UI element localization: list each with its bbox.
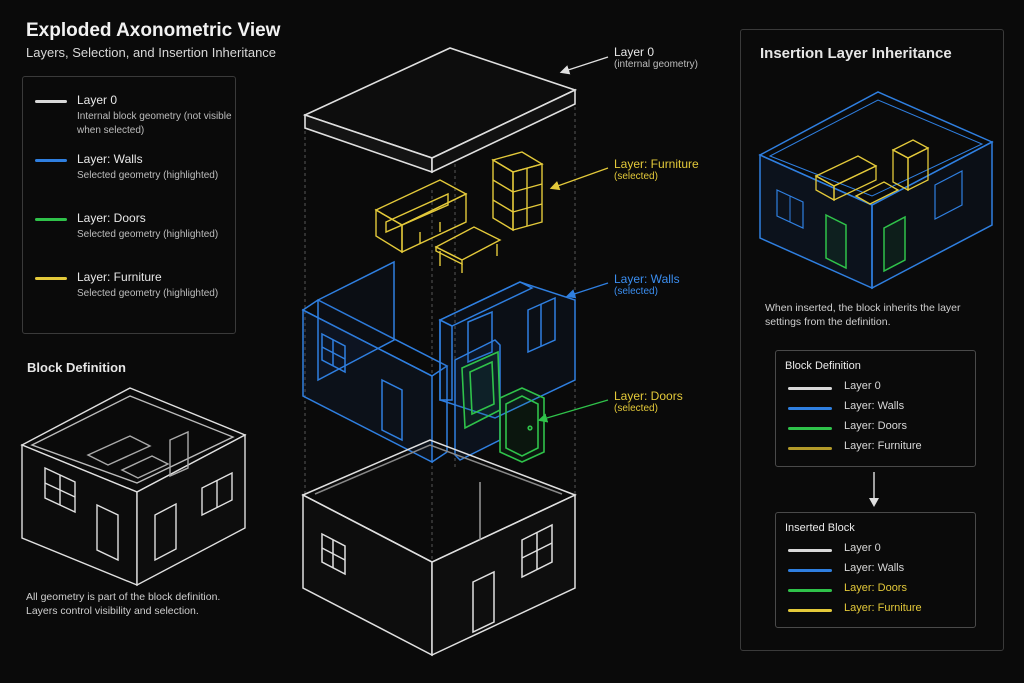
doors-swatch (35, 218, 67, 221)
furniture-swatch (788, 609, 832, 612)
block-definition-title: Block Definition (27, 360, 126, 375)
block-definition-model (20, 387, 247, 587)
walls-swatch (35, 159, 67, 162)
layer0-swatch (35, 100, 67, 103)
definition-layer-box: Block Definition Layer 0 Layer: Walls La… (775, 350, 976, 467)
box-title: Inserted Block (785, 522, 855, 534)
layer-legend: Layer 0 Internal block geometry (not vis… (22, 76, 236, 334)
insertion-panel: Insertion Layer Inheritance When inserte… (740, 29, 1004, 651)
page-title: Exploded Axonometric View (26, 20, 281, 41)
callout-name: Layer: Walls (614, 272, 680, 286)
box-label: Layer 0 (844, 380, 881, 392)
doors-swatch (788, 589, 832, 592)
insertion-title: Insertion Layer Inheritance (760, 45, 952, 62)
callout-arrow-layer0 (559, 56, 609, 75)
layer0-swatch (788, 387, 832, 390)
callout-arrow-furniture (549, 167, 609, 191)
legend-desc: Selected geometry (highlighted) (77, 229, 219, 240)
doors-group (461, 350, 545, 463)
box-title: Block Definition (785, 360, 861, 372)
legend-name: Layer 0 (77, 93, 118, 107)
block-definition-caption: All geometry is part of the block defini… (26, 591, 221, 617)
legend-desc: Selected geometry (highlighted) (77, 288, 219, 299)
box-label: Layer: Doors (844, 582, 907, 594)
callout-furniture: Layer: Furniture (selected) (614, 157, 699, 182)
walls-group (301, 260, 576, 464)
inserted-layer-box: Inserted Block Layer 0 Layer: Walls Laye… (775, 512, 976, 628)
callout-arrow-walls (565, 282, 609, 299)
legend-desc: Internal block geometry (not visible whe… (77, 111, 232, 136)
callout-sub: (selected) (614, 171, 658, 182)
legend-name: Layer: Furniture (77, 270, 162, 284)
insertion-caption: When inserted, the block inherits the la… (765, 302, 961, 328)
walls-swatch (788, 569, 832, 572)
legend-name: Layer: Doors (77, 211, 146, 225)
callout-name: Layer: Doors (614, 389, 683, 403)
arrow-down-icon (869, 472, 879, 507)
callout-walls: Layer: Walls (selected) (614, 272, 680, 297)
callout-name: Layer: Furniture (614, 157, 699, 171)
inserted-block-model (758, 91, 994, 290)
walls-swatch (788, 407, 832, 410)
callout-sub: (selected) (614, 286, 658, 297)
box-label: Layer 0 (844, 542, 881, 554)
roof-slab (302, 47, 578, 174)
layer0-swatch (788, 549, 832, 552)
callout-sub: (internal geometry) (614, 59, 698, 70)
callout-arrow-doors (537, 399, 609, 423)
box-label: Layer: Furniture (844, 440, 922, 452)
box-label: Layer: Walls (844, 562, 905, 574)
box-label: Layer: Furniture (844, 602, 922, 614)
furniture-swatch (35, 277, 67, 280)
callout-name: Layer 0 (614, 45, 655, 59)
legend-desc: Selected geometry (highlighted) (77, 170, 219, 181)
furniture-swatch (788, 447, 832, 450)
page-subtitle: Layers, Selection, and Insertion Inherit… (26, 45, 277, 60)
callout-doors: Layer: Doors (selected) (614, 389, 683, 414)
alignment-guides (304, 95, 576, 560)
legend-name: Layer: Walls (77, 152, 143, 166)
doors-swatch (788, 427, 832, 430)
furniture-group (374, 151, 544, 273)
box-label: Layer: Walls (844, 400, 905, 412)
callout-layer0: Layer 0 (internal geometry) (614, 45, 698, 70)
base-floor (301, 439, 577, 657)
box-label: Layer: Doors (844, 420, 907, 432)
callout-sub: (selected) (614, 403, 658, 414)
